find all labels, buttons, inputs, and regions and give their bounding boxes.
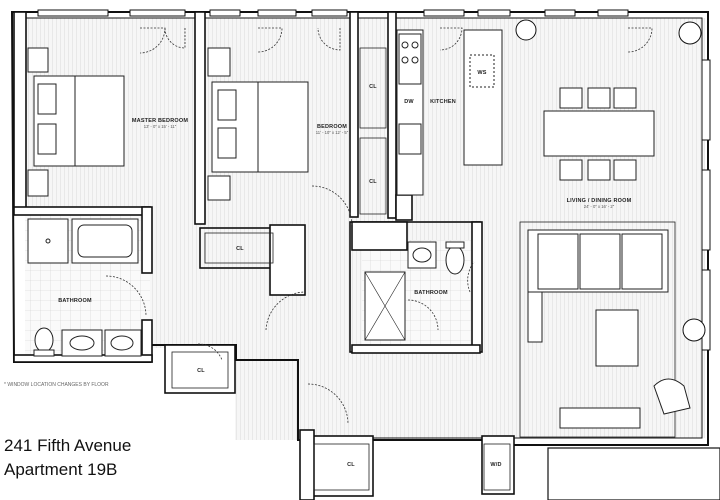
kitchen-label: KITCHEN bbox=[430, 99, 456, 105]
closet-areas bbox=[171, 47, 511, 491]
washer-dryer-label: W/D bbox=[490, 462, 501, 468]
left-bathroom-label: BATHROOM bbox=[58, 298, 92, 304]
closet-label-5: CL bbox=[347, 462, 355, 468]
door-swings bbox=[105, 27, 653, 425]
windows bbox=[37, 9, 711, 351]
master-bedroom-dims: 13' - 0" x 15' - 11" bbox=[144, 124, 177, 129]
master-bedroom-label: MASTER BEDROOM bbox=[132, 118, 188, 124]
bedroom-label: BEDROOM bbox=[317, 124, 347, 130]
closet-label-1: CL bbox=[369, 84, 377, 90]
window-note: * WINDOW LOCATION CHANGES BY FLOOR bbox=[4, 382, 109, 388]
center-bathroom-label: BATHROOM bbox=[414, 290, 448, 296]
dishwasher-label: DW bbox=[404, 99, 414, 105]
walls bbox=[10, 11, 720, 500]
closet-label-3: CL bbox=[236, 246, 244, 252]
living-dining-dims: 24' - 0" x 16' - 2" bbox=[584, 204, 615, 209]
closet-label-2: CL bbox=[369, 179, 377, 185]
address-line-1: 241 Fifth Avenue bbox=[4, 436, 132, 455]
center-bathroom-fixtures bbox=[364, 241, 465, 341]
wine-storage-label: WS bbox=[477, 70, 486, 76]
address-line-2: Apartment 19B bbox=[4, 460, 118, 479]
bedroom-bed bbox=[207, 47, 309, 201]
dining-table bbox=[543, 87, 655, 181]
master-bed bbox=[27, 47, 125, 197]
bedroom-dims: 11' - 10" x 12' - 5" bbox=[316, 130, 349, 135]
living-dining-label: LIVING / DINING ROOM bbox=[567, 198, 632, 204]
address-block: 241 Fifth Avenue Apartment 19B bbox=[4, 434, 131, 482]
columns bbox=[515, 19, 706, 342]
room-labels: MASTER BEDROOM 13' - 0" x 15' - 11" BEDR… bbox=[58, 70, 631, 468]
left-bathroom-fixtures bbox=[27, 218, 142, 357]
living-furniture bbox=[519, 221, 691, 438]
kitchen-fixtures bbox=[396, 29, 503, 196]
closet-label-4: CL bbox=[197, 368, 205, 374]
